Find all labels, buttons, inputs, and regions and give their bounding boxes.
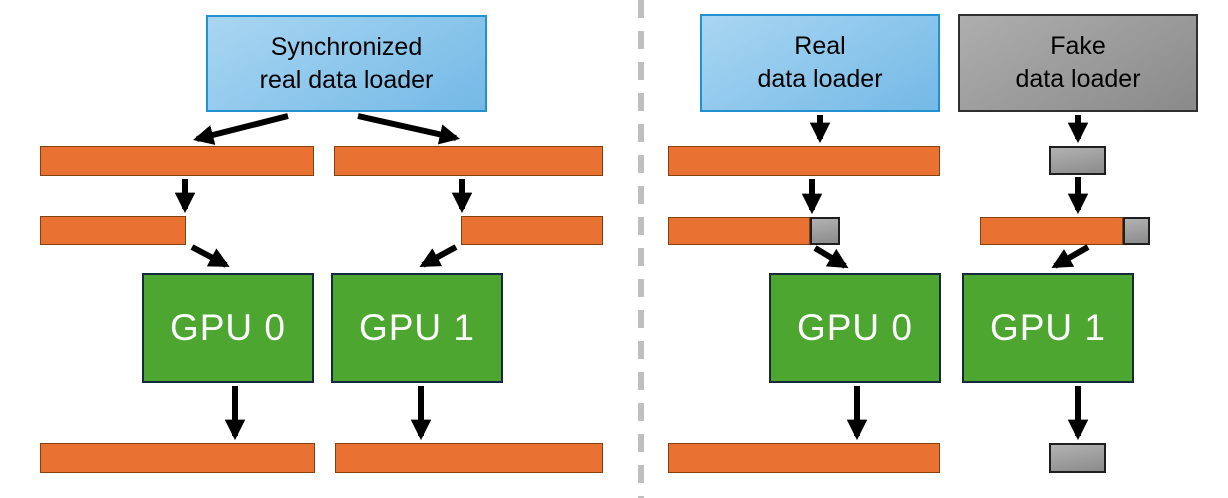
fake-data-loader-box: Fake data loader xyxy=(958,14,1198,112)
right-real-batch-bar-row1 xyxy=(668,146,940,176)
loader-label-line1: Synchronized xyxy=(270,32,423,61)
left-output-bar-right xyxy=(335,443,603,473)
left-batch-bar-row1-left xyxy=(40,146,314,176)
right-real-chunk-row2-right xyxy=(980,217,1123,245)
right-fake-tail-row2-right xyxy=(1123,217,1150,245)
real-loader-label-line1: Real xyxy=(794,32,846,60)
arrow-bar2-to-gpu1-right xyxy=(1051,244,1090,269)
left-batch-chunk-row2-right xyxy=(461,216,603,245)
gpu0-label: GPU 0 xyxy=(796,307,914,348)
arrow-bar2-to-gpu0-right xyxy=(813,245,849,269)
fake-loader-label-line2: data loader xyxy=(1015,65,1141,93)
loader-label-line2: real data loader xyxy=(259,65,434,94)
left-output-bar-left xyxy=(40,443,315,473)
right-gpu0-box: GPU 0 xyxy=(769,273,941,383)
real-data-loader-box: Real data loader xyxy=(700,14,940,112)
right-real-chunk-row2-left xyxy=(668,217,810,245)
synchronized-real-data-loader-box: Synchronized real data loader xyxy=(206,15,487,112)
panel-divider xyxy=(638,0,644,498)
arrow-syncloader-to-bar-left xyxy=(193,113,289,145)
right-fake-output-chunk xyxy=(1049,443,1106,473)
right-output-bar xyxy=(668,443,940,473)
arrow-syncloader-to-bar-right xyxy=(357,113,460,145)
right-gpu1-box: GPU 1 xyxy=(962,273,1134,383)
gpu0-label: GPU 0 xyxy=(169,307,287,348)
arrow-bar2-to-gpu0-left xyxy=(190,244,230,268)
right-fake-tail-row2-left xyxy=(810,217,840,245)
real-loader-label-line2: data loader xyxy=(757,65,883,93)
right-fake-chunk-row1 xyxy=(1049,146,1106,175)
left-gpu0-box: GPU 0 xyxy=(142,273,314,383)
left-gpu1-box: GPU 1 xyxy=(331,273,503,383)
left-batch-bar-row1-right xyxy=(334,146,603,176)
arrow-bar2-to-gpu1-left xyxy=(419,244,458,268)
gpu1-label: GPU 1 xyxy=(358,307,476,348)
fake-loader-label-line1: Fake xyxy=(1050,32,1106,60)
gpu1-label: GPU 1 xyxy=(989,307,1107,348)
left-batch-chunk-row2-left xyxy=(40,216,186,245)
